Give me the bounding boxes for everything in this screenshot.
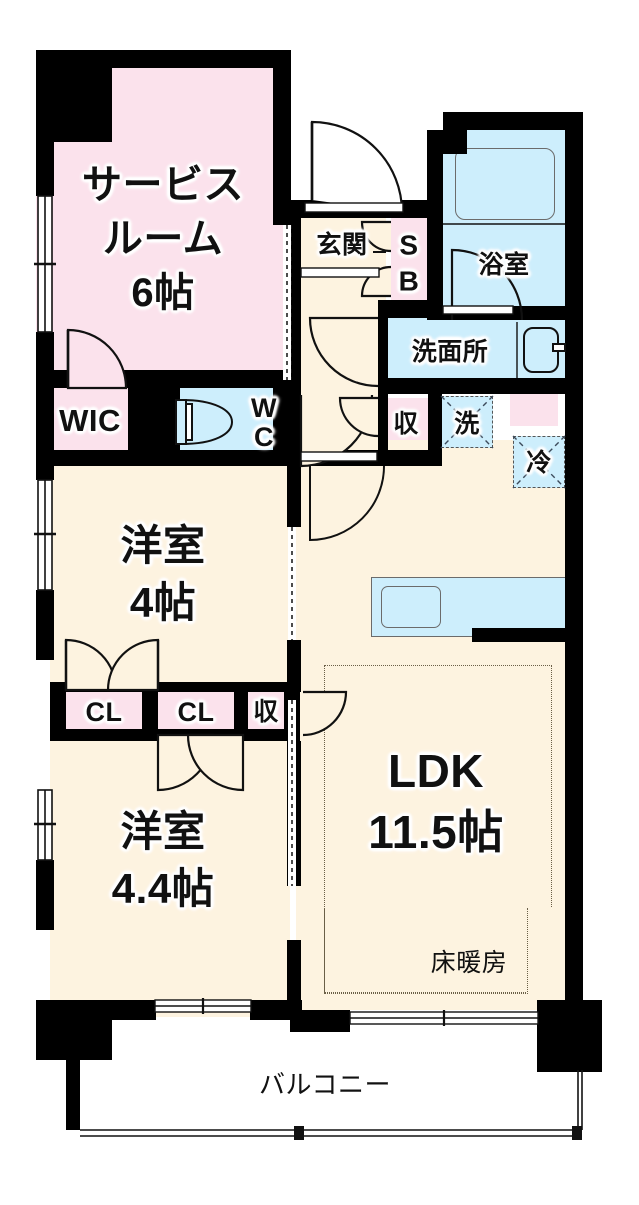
wall-bedroom-lower-right [287, 741, 301, 886]
label-closet-1: CL [85, 696, 123, 727]
room-fill-storage-hall [386, 398, 430, 446]
wall-bedroom-lower-bottom-left [36, 1000, 156, 1020]
floor-heating-notch [324, 908, 528, 994]
wall-ldk-bottomright-block [537, 1010, 602, 1072]
wall-bath-left [427, 130, 443, 320]
label-refrigerator: 冷 [526, 449, 552, 477]
wall-washroom-bottom [378, 378, 566, 394]
wall-service-right [273, 50, 291, 225]
wall-bedroom-upper-right-lower [287, 640, 301, 692]
room-fill-storage-bedroom [246, 690, 286, 735]
label-service-room-line2: ルーム [102, 217, 224, 262]
wall-wic-row-bottom [36, 450, 291, 466]
wall-closet-divider-1 [142, 682, 158, 737]
label-washing-machine: 洗 [454, 410, 480, 438]
wall-closet-left-cap [50, 682, 66, 737]
wall-left-mid [36, 388, 54, 480]
room-fill-closet-1 [63, 690, 145, 735]
label-service-room-size: 6帖 [131, 271, 195, 316]
wall-entrance-top [291, 200, 427, 218]
label-genkan: 玄関 [316, 231, 368, 259]
room-fill-wic-ext [50, 388, 130, 456]
wall-wc-right [273, 388, 291, 456]
wall-closet-row-top [50, 682, 290, 692]
bathtub-icon [455, 148, 555, 220]
wall-storage-hall-bottom [300, 450, 442, 466]
wall-kitchen-counter-stub [472, 628, 576, 642]
wall-right-kitchen [565, 440, 583, 640]
label-shoe-box-line1: S [399, 229, 419, 261]
wall-service-topleft-block [36, 50, 112, 142]
label-bathroom: 浴室 [478, 251, 530, 279]
wall-right-ldk [565, 630, 583, 1020]
wall-closet-divider-2 [234, 682, 248, 737]
label-ldk-size: 11.5帖 [368, 806, 504, 859]
wall-bedroom-lower-bottom-right [250, 1000, 302, 1020]
label-wic: WIC [59, 402, 121, 438]
wall-closet-row-bottom [50, 729, 300, 741]
wall-bath-right [565, 112, 583, 320]
label-ldk: LDK [387, 745, 485, 798]
vanity-sink-icon [517, 322, 565, 378]
label-floor-heating: 床暖房 [430, 949, 508, 977]
kitchen-sink-icon [381, 586, 441, 628]
label-bedroom-upper-name: 洋室 [120, 522, 206, 570]
wall-washroom-left [378, 318, 388, 380]
wall-wic-wc-divider [128, 388, 180, 456]
label-bedroom-lower-name: 洋室 [120, 808, 206, 856]
wall-service-bottom [36, 370, 291, 388]
wall-storage-hall-right [428, 394, 442, 452]
wall-service-left-upper [36, 130, 54, 196]
label-bedroom-upper-size: 4帖 [129, 579, 197, 627]
label-bedroom-lower-size: 4.4帖 [111, 865, 215, 913]
wall-bedroom-lower-right-lower [287, 940, 301, 1018]
wall-bath-bottom [443, 306, 565, 320]
wall-entrance-left [291, 200, 301, 470]
room-fill-shoe-box [391, 218, 427, 308]
wall-left-between-windows [36, 590, 54, 660]
wall-right-upper [565, 380, 583, 440]
label-closet-2: CL [177, 696, 215, 727]
label-wc-line2: C [254, 421, 274, 452]
wall-genkan-bottom [378, 300, 443, 318]
floor-heating-notch-cover [526, 908, 554, 996]
wall-left-lower [36, 860, 54, 930]
floor-heating-area-icon [324, 665, 552, 993]
wall-bath-top [443, 112, 583, 130]
label-washroom: 洗面所 [411, 338, 489, 366]
label-shoe-box-line2: B [398, 265, 420, 297]
label-balcony: バルコニー [259, 1069, 391, 1100]
room-fill-bedroom-upper [50, 465, 290, 690]
wall-storage-hall-left [378, 394, 388, 452]
wall-bedroom-upper-right [287, 465, 301, 527]
wall-balcony-left [66, 1020, 80, 1130]
label-storage-bedroom: 収 [253, 698, 279, 726]
label-storage-hall: 収 [393, 410, 419, 438]
label-service-room-line1: サービス [82, 163, 244, 208]
room-fill-closet-2 [155, 690, 237, 735]
wall-washroom-right [565, 318, 583, 394]
room-fill-hallway [300, 305, 386, 465]
label-wc-line1: W [251, 392, 277, 423]
wall-ldk-bottom-left [290, 1010, 350, 1032]
